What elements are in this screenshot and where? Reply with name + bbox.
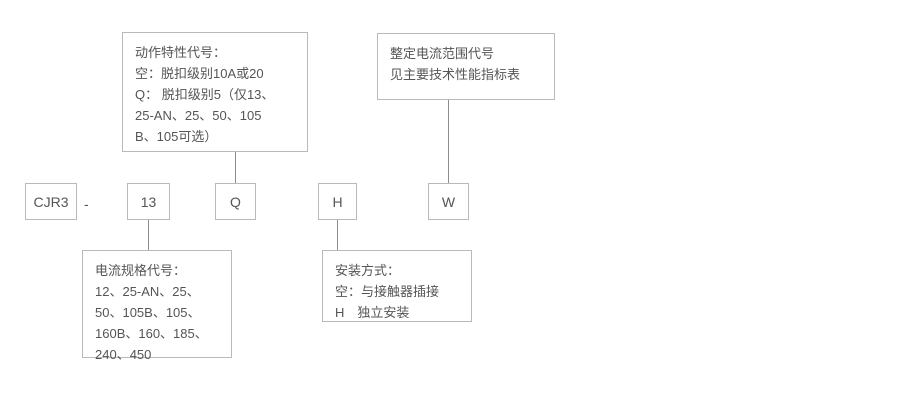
note-mounting-type: 安装方式： 空：与接触器插接 H 独立安装	[322, 250, 472, 322]
code-box-series: CJR3	[25, 183, 77, 220]
connector-action-characteristic	[235, 152, 236, 183]
code-box-action-characteristic: Q	[215, 183, 256, 220]
code-box-mounting-type: H	[318, 183, 357, 220]
code-box-setting-current-range: W	[428, 183, 469, 220]
note-action-characteristic: 动作特性代号： 空：脱扣级别10A或20 Q： 脱扣级别5（仅13、 25-AN…	[122, 32, 308, 152]
connector-current-rating	[148, 220, 149, 250]
connector-mounting-type	[337, 220, 338, 250]
code-separator-hyphen: -	[84, 196, 89, 212]
connector-setting-current-range	[448, 100, 449, 183]
code-box-current-rating: 13	[127, 183, 170, 220]
note-current-rating: 电流规格代号： 12、25-AN、25、 50、105B、105、 160B、1…	[82, 250, 232, 362]
note-setting-current-range: 整定电流范围代号 见主要技术性能指标表	[377, 33, 555, 100]
